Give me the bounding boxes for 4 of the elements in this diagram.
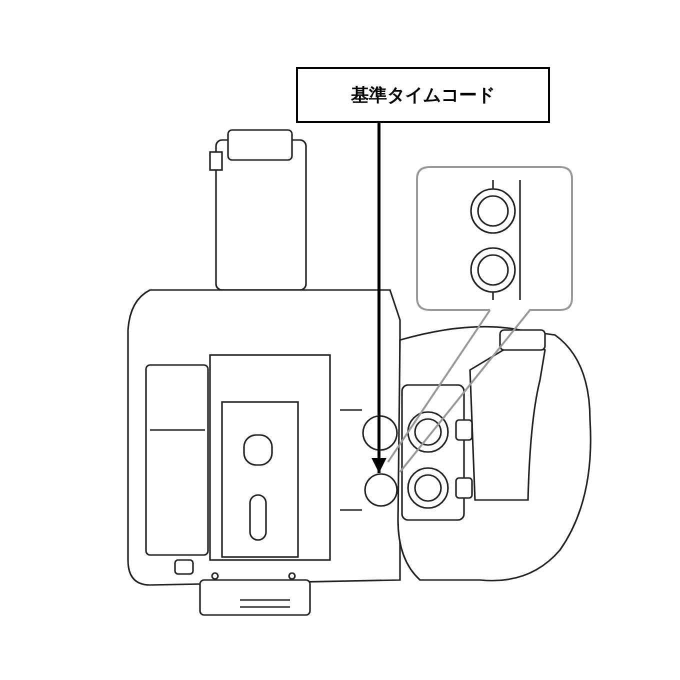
callout-text: 基準タイムコード: [351, 84, 495, 107]
leader-arrow: [372, 123, 386, 473]
connector-port: [364, 473, 398, 507]
callout-label: [296, 67, 550, 123]
